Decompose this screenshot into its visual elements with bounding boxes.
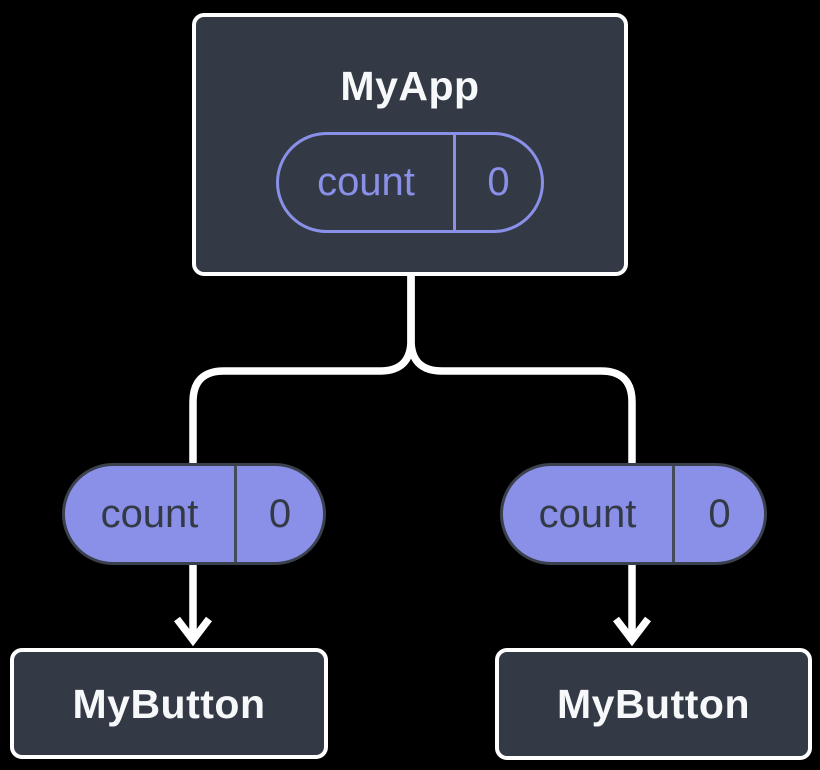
left-prop-value: 0 <box>268 491 292 536</box>
right-child-component-title: MyButton <box>556 681 750 727</box>
root-state-value: 0 <box>487 160 510 204</box>
root-state-pill: count 0 <box>276 132 544 233</box>
right-child-component-node: MyButton <box>495 648 812 760</box>
left-branch-line <box>189 272 415 637</box>
left-child-component-node: MyButton <box>10 648 328 759</box>
left-child-component-title: MyButton <box>72 680 266 727</box>
root-component-title: MyApp <box>340 63 480 109</box>
right-arrowhead-icon <box>613 616 651 647</box>
root-component-node: MyApp count 0 <box>192 13 628 276</box>
right-prop-pill: count 0 <box>500 463 767 565</box>
right-prop-value: 0 <box>708 491 731 536</box>
left-prop-label: count <box>65 466 237 562</box>
left-arrowhead-icon <box>174 616 212 647</box>
root-state-label: count <box>279 135 456 230</box>
left-prop-pill: count 0 <box>62 463 326 565</box>
right-prop-label: count <box>503 466 675 562</box>
right-branch-line <box>407 272 636 637</box>
